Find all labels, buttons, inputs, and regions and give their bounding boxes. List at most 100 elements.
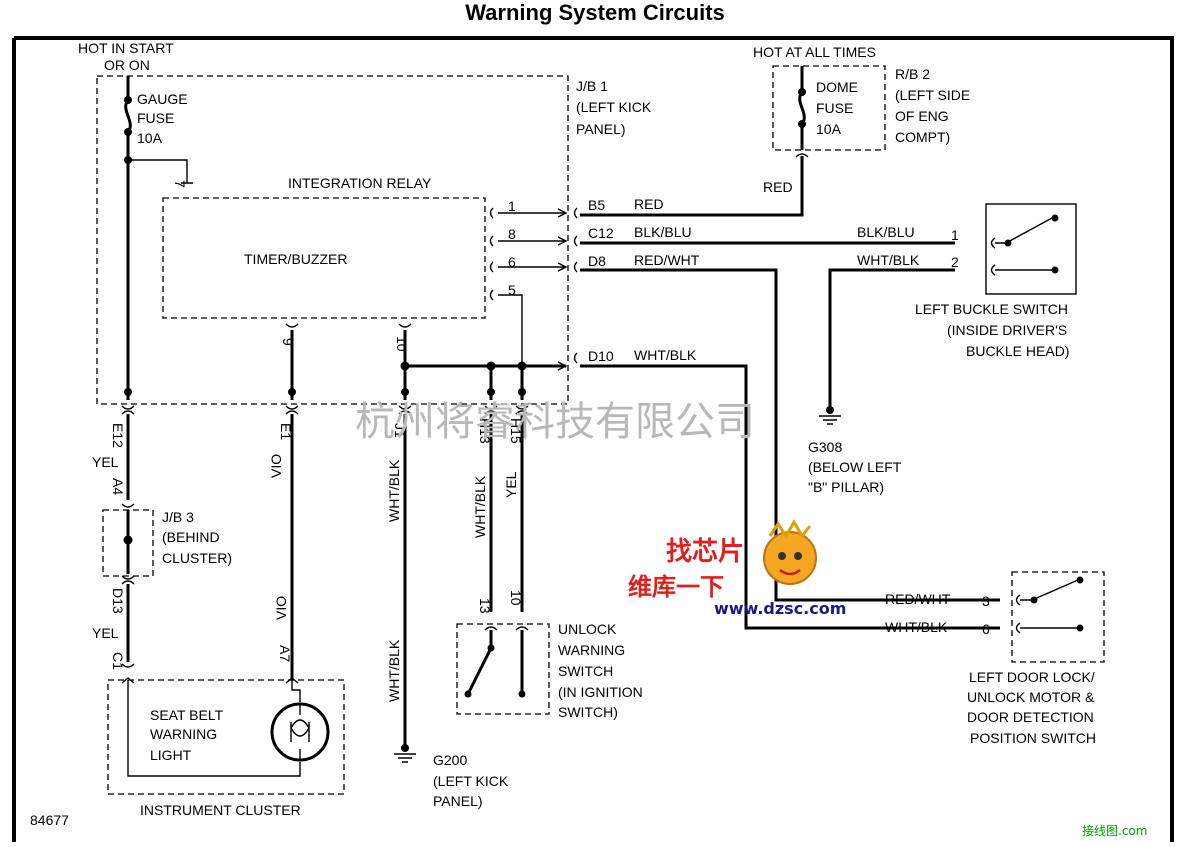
- wire-whtblk-h13: WHT/BLK: [472, 475, 488, 538]
- connector-d13: D13: [110, 588, 126, 614]
- door-pin-3: 3: [982, 593, 990, 609]
- relay-bottom-pins: [285, 323, 412, 400]
- seat-belt-lamp-circuit: [121, 677, 301, 777]
- connector-e12: E12: [110, 423, 126, 448]
- wire-blkblu-c12: BLK/BLU: [634, 224, 692, 240]
- wire-whtblk-door: WHT/BLK: [885, 619, 948, 635]
- dzsc-logo-url: www.dzsc.com: [714, 599, 846, 618]
- dome-fuse: [795, 66, 809, 158]
- wire-whtblk-j1: WHT/BLK: [386, 459, 402, 522]
- jb1-label: J/B 1: [576, 78, 608, 94]
- rb2-label-3: OF ENG: [895, 108, 949, 124]
- buckle-pin-2: 2: [951, 254, 959, 270]
- gauge-fuse-label: GAUGE: [137, 91, 188, 107]
- seat-belt-label: SEAT BELT: [150, 707, 224, 723]
- gauge-fuse: [124, 76, 132, 400]
- gauge-fuse-rating: 10A: [137, 130, 163, 146]
- pin-8: 8: [508, 226, 516, 242]
- g308-label-3: "B" PILLAR): [808, 479, 884, 495]
- rb2-label: R/B 2: [895, 66, 930, 82]
- splice-bus: [124, 361, 568, 400]
- rb2-label-2: (LEFT SIDE: [895, 87, 970, 103]
- wire-whtblk-g200: WHT/BLK: [386, 639, 402, 702]
- door-switch-label-2: UNLOCK MOTOR &: [967, 689, 1095, 705]
- corner-watermark: 接线图.com: [1082, 823, 1147, 838]
- unlock-switch-label-4: (IN IGNITION: [558, 684, 643, 700]
- pin-1: 1: [508, 198, 516, 214]
- ignition-pin-10: 10: [508, 590, 524, 606]
- dome-fuse-rating: 10A: [816, 121, 842, 137]
- wire-blkblu-buckle: BLK/BLU: [857, 224, 915, 240]
- wire-red-dome: RED: [763, 179, 793, 195]
- pin-7: 7: [172, 180, 188, 188]
- buckle-switch-box: [985, 203, 1077, 295]
- door-switch-box: [1011, 571, 1105, 663]
- relay-output-arrows: [498, 208, 568, 400]
- hot-in-start-label: HOT IN START: [78, 40, 174, 56]
- buckle-switch-label: LEFT BUCKLE SWITCH: [915, 301, 1068, 317]
- connector-c1: C1: [110, 652, 126, 670]
- integration-relay-box: [162, 197, 486, 319]
- connector-a4: A4: [110, 478, 126, 495]
- jb3-label-2: (BEHIND: [162, 529, 220, 545]
- dzsc-logo: 找芯片 维库一下 www.dzsc.com: [628, 518, 846, 618]
- unlock-switch-box: [456, 623, 550, 715]
- jb3-label: J/B 3: [162, 509, 194, 525]
- unlock-switch-label: UNLOCK: [558, 621, 617, 637]
- instrument-cluster-box: [107, 679, 345, 795]
- pin7-wire: [128, 159, 193, 184]
- g308-ground-symbol: [819, 406, 841, 425]
- connector-d10: D10: [588, 348, 614, 364]
- diagram-title: Warning System Circuits: [465, 0, 725, 25]
- instrument-cluster-label: INSTRUMENT CLUSTER: [140, 802, 301, 818]
- jb1-box: [96, 75, 569, 405]
- diagram-frame: [12, 36, 1174, 842]
- g200-ground-symbol: [394, 744, 416, 763]
- seat-belt-label-3: LIGHT: [150, 747, 192, 763]
- gauge-fuse-label-2: FUSE: [137, 110, 174, 126]
- figure-number: 84677: [30, 812, 69, 828]
- wire-vio-a7: VIO: [273, 596, 289, 620]
- g200-label-3: PANEL): [433, 793, 483, 809]
- door-switch-label-3: DOOR DETECTION: [967, 709, 1094, 725]
- wire-red-b5: RED: [634, 196, 664, 212]
- g200-label: G200: [433, 752, 467, 768]
- warning-light-bulb-icon: [270, 702, 330, 762]
- integration-relay-label: INTEGRATION RELAY: [288, 175, 432, 191]
- jb3-label-3: CLUSTER): [162, 550, 232, 566]
- wire-whtblk-d10: WHT/BLK: [634, 347, 697, 363]
- g200-label-2: (LEFT KICK: [433, 773, 509, 789]
- wire-redwht-door: RED/WHT: [885, 591, 951, 607]
- buckle-switch-label-3: BUCKLE HEAD): [966, 343, 1069, 359]
- chinese-watermark: 杭州将睿科技有限公司: [355, 399, 755, 445]
- connector-b5: B5: [588, 197, 605, 213]
- connector-a7: A7: [277, 645, 293, 662]
- lower-wire-runs: [126, 414, 524, 745]
- pin-5: 5: [508, 282, 516, 298]
- jb1-bottom-connectors: [121, 405, 529, 415]
- wire-vio-e1: VIO: [268, 454, 284, 478]
- rb2-box: [772, 65, 886, 151]
- buckle-pin-1: 1: [951, 227, 959, 243]
- g308-label-2: (BELOW LEFT: [808, 459, 902, 475]
- wire-yel-h15: YEL: [503, 471, 519, 498]
- g308-label: G308: [808, 439, 842, 455]
- wire-yel-e12: YEL: [92, 454, 119, 470]
- door-detection-switch: [1015, 576, 1084, 634]
- pin-10: 10: [394, 336, 410, 352]
- unlock-switch-label-2: WARNING: [558, 642, 625, 658]
- dzsc-logo-top: 找芯片: [666, 537, 744, 567]
- wire-redwht-d8: RED/WHT: [634, 252, 700, 268]
- dome-fuse-label-2: FUSE: [816, 100, 853, 116]
- buckle-switch: [990, 214, 1059, 276]
- jb1-label-2: (LEFT KICK: [576, 99, 652, 115]
- right-wire-runs: [580, 156, 1000, 630]
- door-switch-label-4: POSITION SWITCH: [970, 730, 1096, 746]
- pin-6: 6: [508, 254, 516, 270]
- rb2-label-4: COMPT): [895, 129, 950, 145]
- seat-belt-label-2: WARNING: [150, 726, 217, 742]
- ignition-pin-13: 13: [477, 598, 493, 614]
- relay-right-pins: [489, 207, 494, 301]
- dzsc-logo-mid: 维库一下: [628, 573, 724, 601]
- timer-buzzer-label: TIMER/BUZZER: [244, 251, 347, 267]
